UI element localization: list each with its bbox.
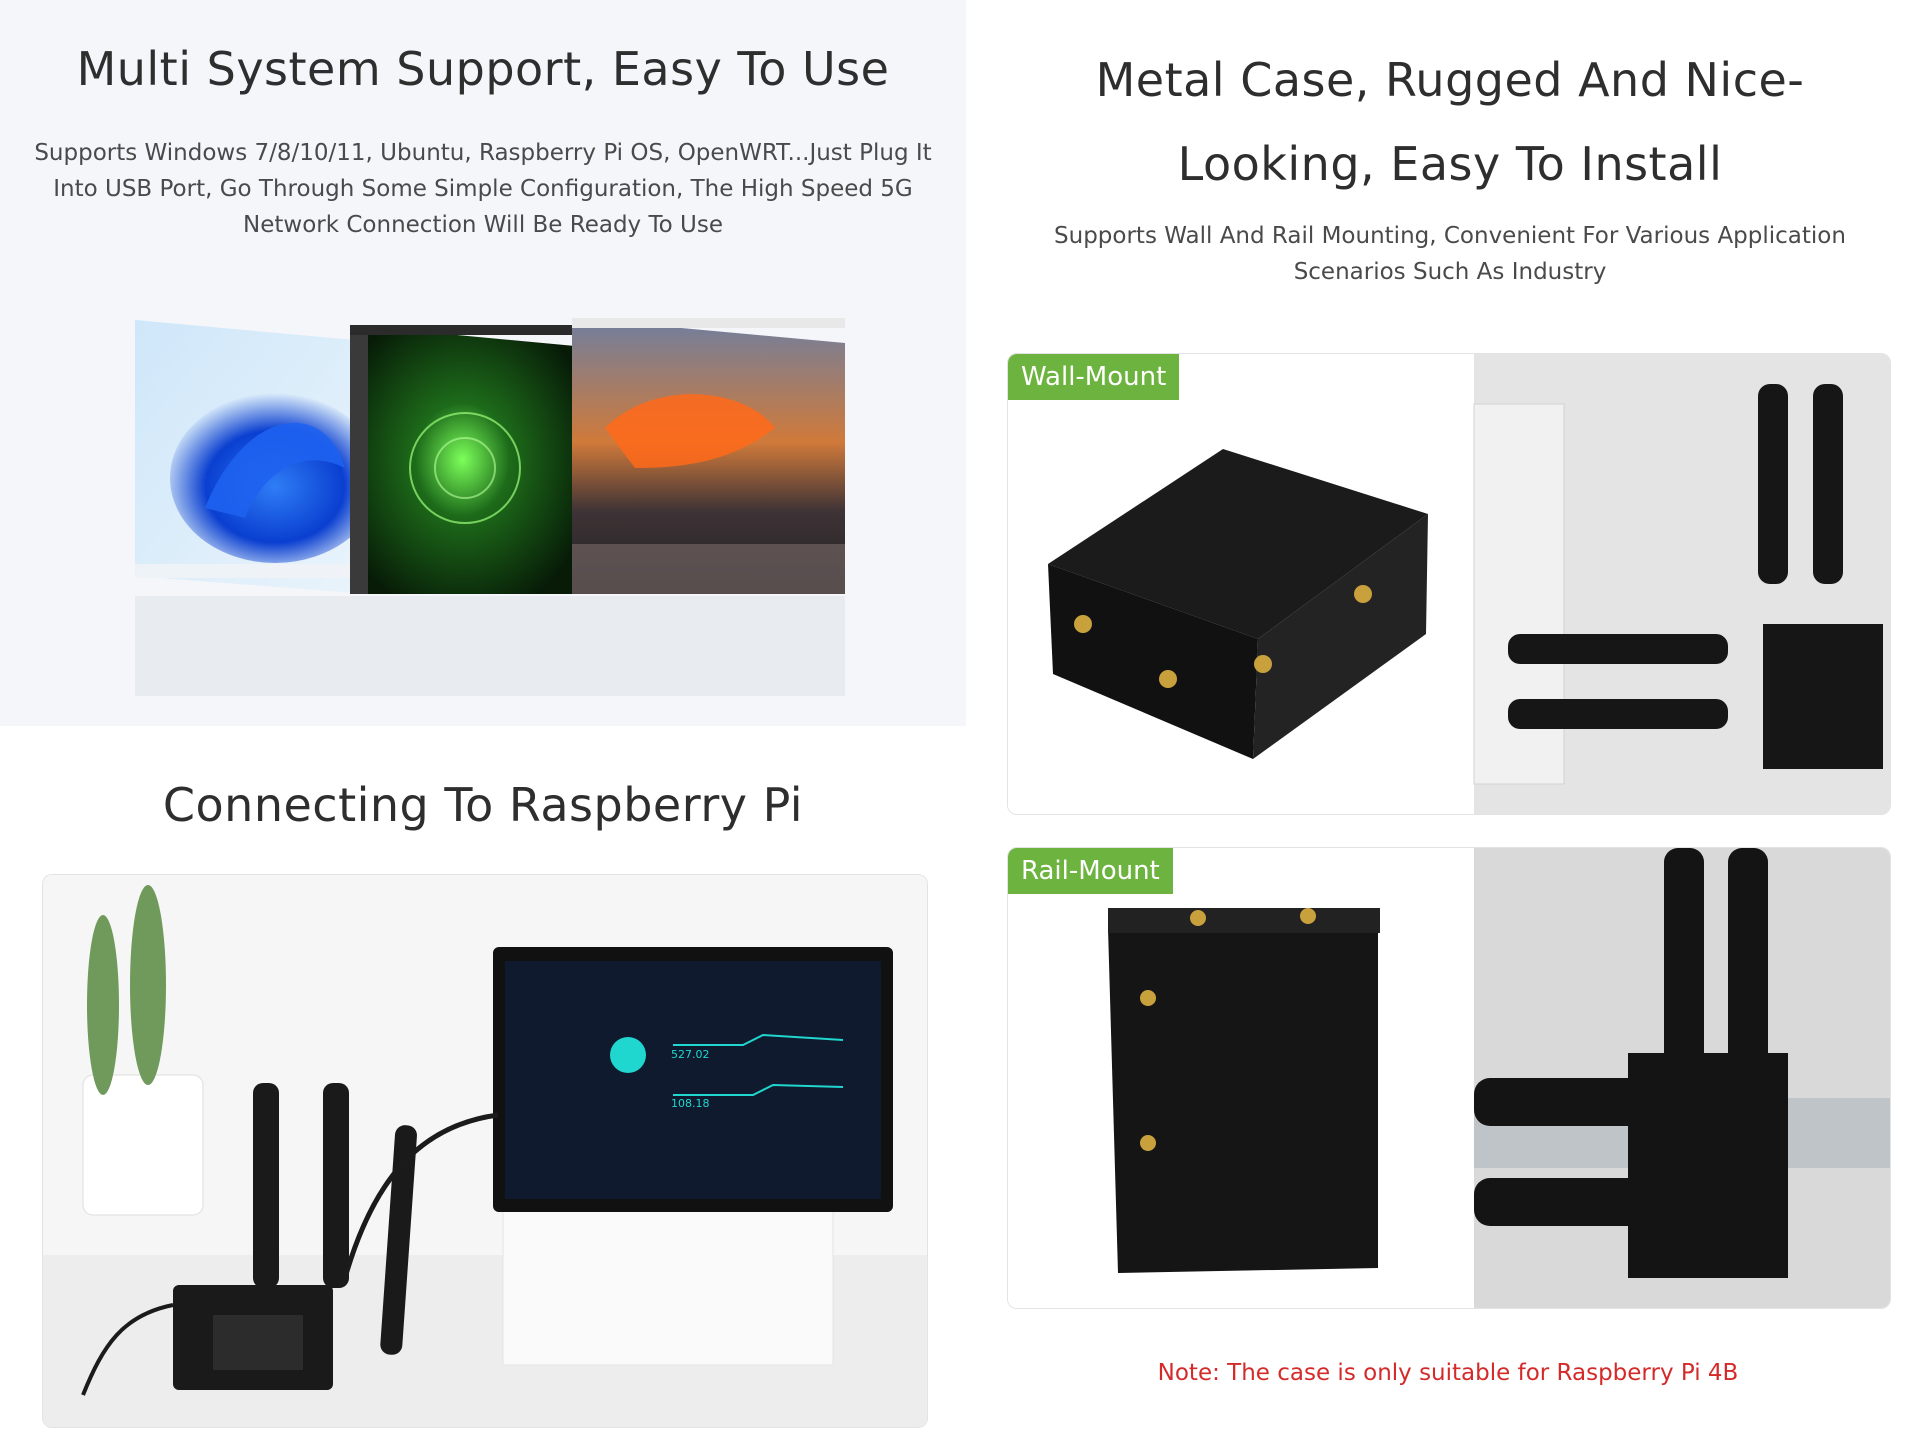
- rail-mount-card: Rail-Mount: [1007, 847, 1891, 1309]
- raspberry-pi-photo: 527.02 108.18: [42, 874, 928, 1428]
- wall-mount-card: Wall-Mount: [1007, 353, 1891, 815]
- raspberry-pi-title: Connecting To Raspberry Pi: [162, 778, 804, 832]
- wall-mount-label: Wall-Mount: [1008, 354, 1180, 400]
- wall-mount-illustration: [1008, 354, 1890, 814]
- metal-case-description: Supports Wall And Rail Mounting, Conveni…: [1054, 223, 1846, 285]
- multi-system-description: Supports Windows 7/8/10/11, Ubuntu, Rasp…: [34, 140, 932, 238]
- metal-case-title: Metal Case, Rugged And Nice-Looking, Eas…: [1095, 53, 1805, 191]
- rail-mount-label: Rail-Mount: [1008, 848, 1173, 894]
- multi-system-title: Multi System Support, Easy To Use: [76, 42, 890, 96]
- rail-mount-illustration: [1008, 848, 1890, 1308]
- raspberry-pi-setup-illustration: 527.02 108.18: [43, 875, 927, 1427]
- os-screens-image: [135, 318, 845, 698]
- compatibility-note: Note: The case is only suitable for Rasp…: [1157, 1360, 1739, 1386]
- upload-speed-value: 108.18: [671, 1097, 710, 1110]
- download-speed-value: 527.02: [671, 1048, 710, 1061]
- os-screens-illustration: [135, 318, 845, 696]
